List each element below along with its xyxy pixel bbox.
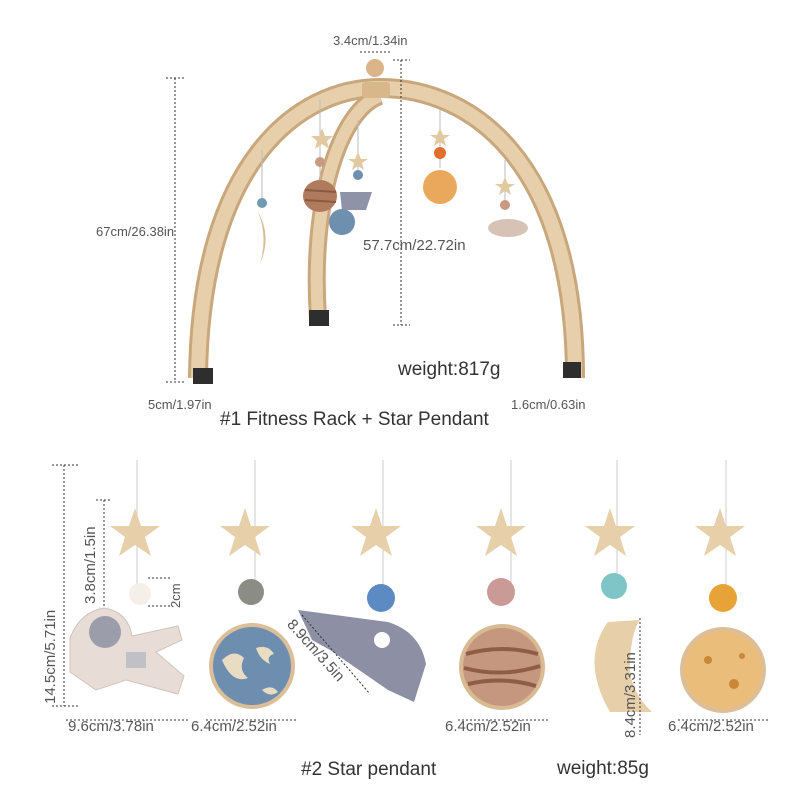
rack-total-height-label: 67cm/26.38in xyxy=(96,224,175,239)
ball-size-label: 2cm xyxy=(168,583,183,608)
rack-weight-label: weight:817g xyxy=(398,359,501,380)
sun-width-label: 6.4cm/2.52in xyxy=(668,718,754,735)
pendant-title: #2 Star pendant xyxy=(301,759,437,780)
rack-title: #1 Fitness Rack + Star Pendant xyxy=(220,409,489,430)
moon-height-label: 8.4cm/3.31in xyxy=(622,652,639,738)
astronaut-width-label: 9.6cm/3.78in xyxy=(68,718,154,735)
fitness-rack xyxy=(166,51,585,384)
pendant-total-height-label: 14.5cm/5.71in xyxy=(42,609,59,704)
rack-top-width-label: 3.4cm/1.34in xyxy=(333,33,408,48)
rack-foot-right-label: 1.6cm/0.63in xyxy=(511,397,586,412)
rack-inner-height-label: 57.7cm/22.72in xyxy=(363,237,466,254)
planet-width-label: 6.4cm/2.52in xyxy=(445,718,531,735)
rack-foot-left-label: 5cm/1.97in xyxy=(148,397,212,412)
pendant-weight-label: weight:85g xyxy=(557,758,649,779)
star-height-label: 3.8cm/1.5in xyxy=(82,526,99,604)
star-pendants xyxy=(52,460,768,735)
earth-width-label: 6.4cm/2.52in xyxy=(191,718,277,735)
